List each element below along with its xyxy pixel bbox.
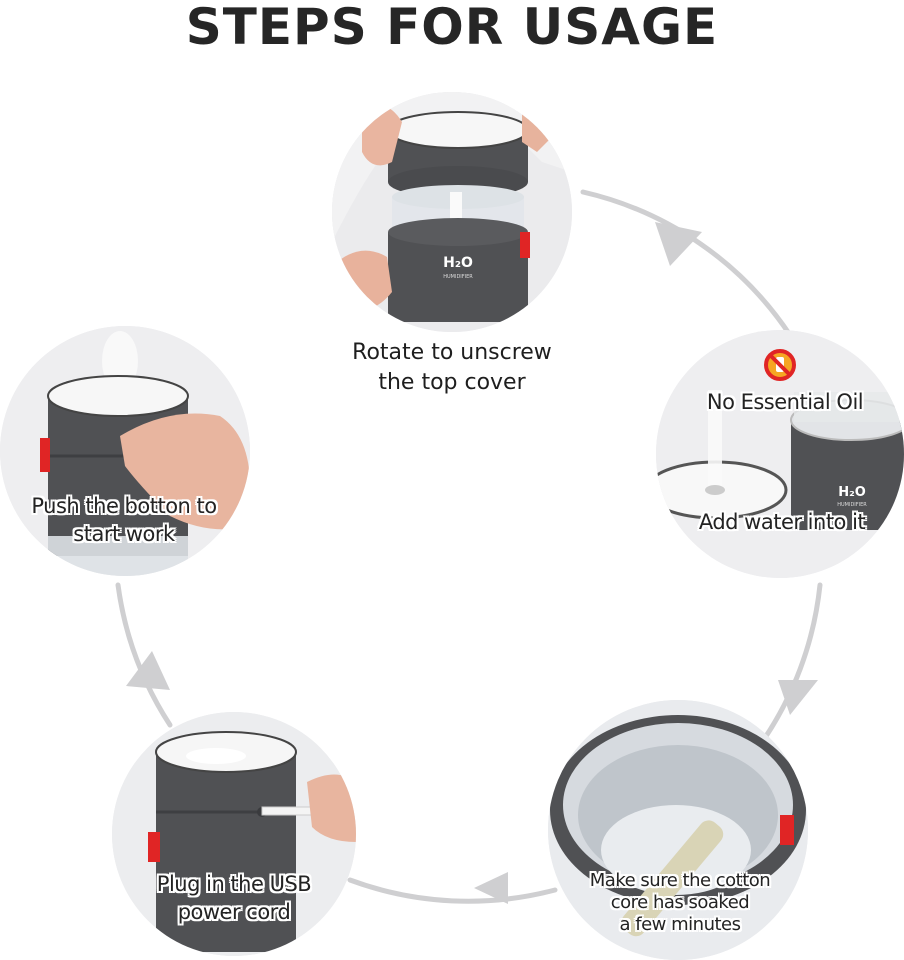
step-soak-image [548, 700, 808, 960]
no-oil-icon [764, 349, 796, 381]
step-rotate-image: H₂O HUMIDIFIER [332, 92, 572, 332]
step-rotate-caption-line2: the top cover [378, 370, 526, 395]
step-push-button-image [0, 326, 250, 576]
svg-text:HUMIDIFIER: HUMIDIFIER [837, 502, 867, 508]
arrow-path-1 [580, 189, 793, 338]
arrow-path-3 [347, 877, 558, 904]
arrow-head-4 [126, 651, 170, 690]
arrow-head-1 [655, 222, 702, 266]
step-soak-caption-line3: a few minutes [619, 914, 741, 935]
arrow-path-4 [115, 582, 173, 728]
step-plug-usb-caption: Plug in the USB power cord [114, 870, 354, 926]
svg-text:H₂O: H₂O [443, 255, 473, 271]
step-push-button-caption-line1: Push the botton to [31, 494, 217, 518]
arrow-head-3 [474, 872, 508, 904]
step-soak-caption-line2: core has soaked [610, 892, 750, 913]
step-plug-usb-image [112, 712, 356, 956]
svg-text:HUMIDIFIER: HUMIDIFIER [443, 274, 473, 280]
step-add-water-image: H₂O HUMIDIFIER [656, 330, 904, 578]
step-plug-usb-caption-line1: Plug in the USB [156, 872, 312, 896]
step-soak-caption-line1: Make sure the cotton [589, 870, 771, 891]
svg-text:H₂O: H₂O [838, 485, 866, 500]
no-oil-warning: No Essential Oil [706, 390, 864, 414]
step-push-button-caption: Push the botton to start work [4, 492, 244, 548]
step-plug-usb-caption-line2: power cord [177, 900, 291, 924]
step-rotate-caption: Rotate to unscrew the top cover [312, 338, 592, 398]
step-push-button-caption-line2: start work [73, 522, 175, 546]
step-soak-caption: Make sure the cotton core has soaked a f… [560, 870, 800, 936]
step-add-water-caption: Add water into it [698, 510, 866, 534]
page-title: STEPS FOR USAGE [185, 0, 719, 56]
step-rotate-caption-line1: Rotate to unscrew [352, 340, 552, 365]
